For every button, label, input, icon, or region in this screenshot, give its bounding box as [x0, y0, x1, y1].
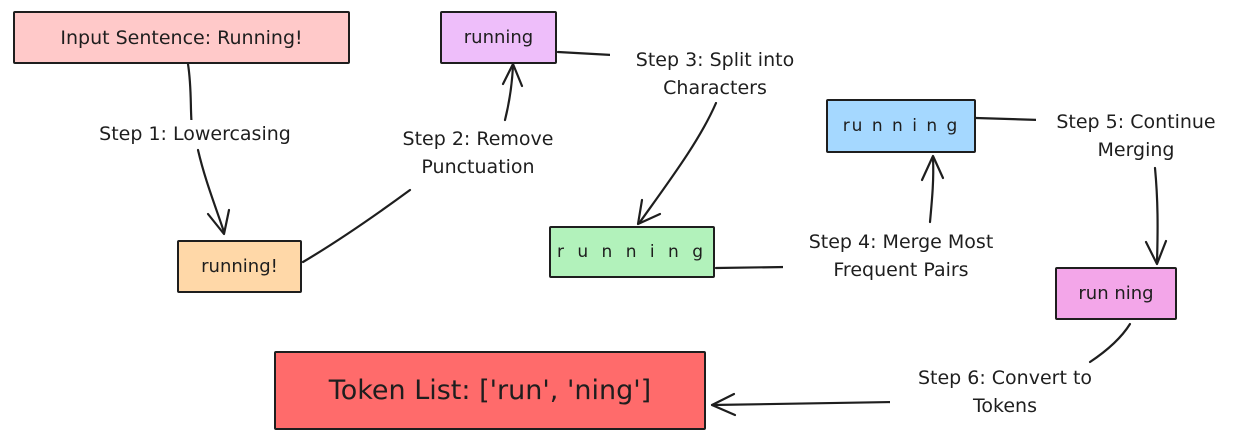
connector-input-to-lowercase: [186, 62, 194, 130]
no-punctuation-box: running: [440, 11, 557, 64]
step-6-line-1: Step 6: Convert to: [917, 367, 1093, 389]
merge-step2-box: run ning: [1055, 267, 1177, 320]
step-5-line-2: Merging: [1097, 139, 1175, 161]
connector-input-to-lowercase-2: [196, 148, 226, 234]
step-2-line-2: Punctuation: [421, 156, 535, 178]
step-4-label: Step 4: Merge Most Frequent Pairs: [783, 228, 1019, 284]
connector-clean-to-chars: [556, 50, 614, 57]
connector-merge1-to-merge2: [974, 116, 1042, 122]
step-1-line-1: Step 1: Lowercasing: [99, 123, 291, 145]
step-3-line-1: Step 3: Split into: [635, 49, 795, 71]
connector-chars-to-merge1-2: [928, 156, 935, 224]
step-5-line-1: Step 5: Continue: [1056, 111, 1216, 133]
step-5-label: Step 5: Continue Merging: [1036, 108, 1236, 164]
step-4-line-1: Step 4: Merge Most: [808, 231, 994, 253]
lowercased-box: running!: [177, 240, 302, 293]
step-3-label: Step 3: Split into Characters: [610, 46, 820, 102]
arrowhead-clean: [501, 62, 524, 88]
merge-step1-box: ru n n i n g: [826, 99, 976, 153]
arrowhead-lowercase: [206, 208, 231, 236]
token-list-box: Token List: ['run', 'ning']: [274, 351, 706, 430]
step-6-label: Step 6: Convert to Tokens: [890, 364, 1120, 420]
step-2-label: Step 2: Remove Punctuation: [388, 125, 568, 181]
step-2-line-1: Step 2: Remove: [402, 128, 554, 150]
connector-merge2-to-tokens-2: [710, 400, 897, 407]
connector-merge1-to-merge2-2: [1153, 166, 1159, 264]
input-sentence-box: Input Sentence: Running!: [13, 11, 350, 64]
connector-chars-to-merge1: [714, 265, 788, 270]
step-6-line-2: Tokens: [973, 395, 1037, 417]
connector-merge2-to-tokens: [1088, 322, 1132, 364]
connector-clean-to-chars-2: [638, 101, 718, 224]
arrowhead-chars: [636, 198, 662, 226]
step-1-label: Step 1: Lowercasing: [80, 120, 310, 148]
connector-lowercase-to-clean-2: [503, 64, 515, 122]
connector-lowercase-to-clean: [301, 188, 412, 264]
characters-box: r u n n i n g: [549, 226, 715, 278]
step-3-line-2: Characters: [663, 77, 767, 99]
arrowhead-merge1: [920, 154, 945, 182]
arrowhead-tokens: [710, 392, 737, 417]
arrowhead-merge2: [1144, 239, 1168, 266]
step-4-line-2: Frequent Pairs: [833, 259, 969, 281]
